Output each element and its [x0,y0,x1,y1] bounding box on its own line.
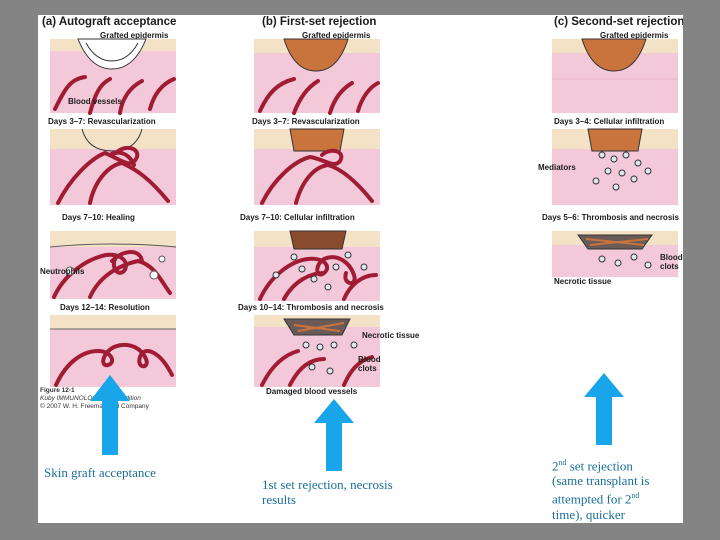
panel-a-stage-4 [50,315,176,387]
panel-a-stage-2 [50,128,176,205]
panel-c-stage-1 [552,38,678,113]
panel-c-step-1: Days 3–4: Cellular infiltration [554,117,665,126]
blood-clots-label-c-1: Blood [660,253,683,262]
slide: (a) Autograft acceptance Grafted epiderm… [38,15,683,523]
blood-clots-label-b-1: Blood [358,355,381,364]
panel-b-step-3: Days 10–14: Thrombosis and necrosis [238,303,384,312]
panel-b-stage-2 [254,128,380,205]
caption-c-line-1: 2nd set rejection [552,458,633,474]
panel-b-stage-3 [254,230,380,301]
panel-a-stage-3 [49,231,177,299]
caption-c: 2nd set rejection (same transplant is at… [552,455,649,522]
blood-vessels-label: Blood vessels [68,97,122,106]
neutrophils-label: Neutrophils [40,267,85,276]
panel-a-title: (a) Autograft acceptance [42,16,177,28]
panel-c-stage-3 [552,231,678,277]
arrow-c-icon [584,373,624,445]
caption-b-line-2: results [262,492,296,507]
caption-b: 1st set rejection, necrosis results [262,477,393,507]
panel-b-title: (b) First-set rejection [262,16,377,28]
figure-credit-line-2: Kuby IMMUNOLOGY, Sixth Edition [40,395,141,402]
arrow-b-icon [314,399,354,471]
panel-b-step-2: Days 7–10: Cellular infiltration [240,213,355,222]
caption-a: Skin graft acceptance [44,465,156,480]
panel-a-step-2: Days 7–10: Healing [62,213,135,222]
panel-a-stage-1 [50,38,176,115]
caption-c-line-3: attempted for 2nd [552,491,640,507]
necrotic-tissue-label-c: Necrotic tissue [554,277,612,286]
figure-credit-line-1: Figure 12-1 [40,387,75,394]
panel-b-grafted-label: Grafted epidermis [302,31,371,40]
panel-c-grafted-label: Grafted epidermis [600,31,669,40]
panel-a-grafted-label: Grafted epidermis [100,31,169,40]
panel-b-step-1: Days 3–7: Revascularization [252,117,360,126]
panel-a-step-1: Days 3–7: Revascularization [48,117,156,126]
caption-b-line-1: 1st set rejection, necrosis [262,477,393,492]
panel-c-step-2: Days 5–6: Thrombosis and necrosis [542,213,679,222]
panel-b-stage-1 [254,38,380,115]
damaged-vessels-label: Damaged blood vessels [266,387,358,396]
panel-b-stage-4 [254,315,380,387]
figure-credit: Figure 12-1 Kuby IMMUNOLOGY, Sixth Editi… [40,387,149,411]
arrow-a-icon [90,375,130,455]
caption-c-line-4: time), quicker [552,506,625,522]
blood-clots-label-c-2: clots [660,262,679,271]
necrotic-tissue-label-b: Necrotic tissue [362,331,420,340]
blood-clots-label-b-2: clots [358,364,377,373]
figure-credit-line-3: © 2007 W. H. Freeman and Company [40,403,149,410]
panel-c-title: (c) Second-set rejection [554,16,683,28]
mediators-label: Mediators [538,163,576,172]
caption-c-line-2: (same transplant is [552,473,650,489]
panel-c-stage-2 [552,128,678,205]
panel-a-step-3: Days 12–14: Resolution [60,303,150,312]
